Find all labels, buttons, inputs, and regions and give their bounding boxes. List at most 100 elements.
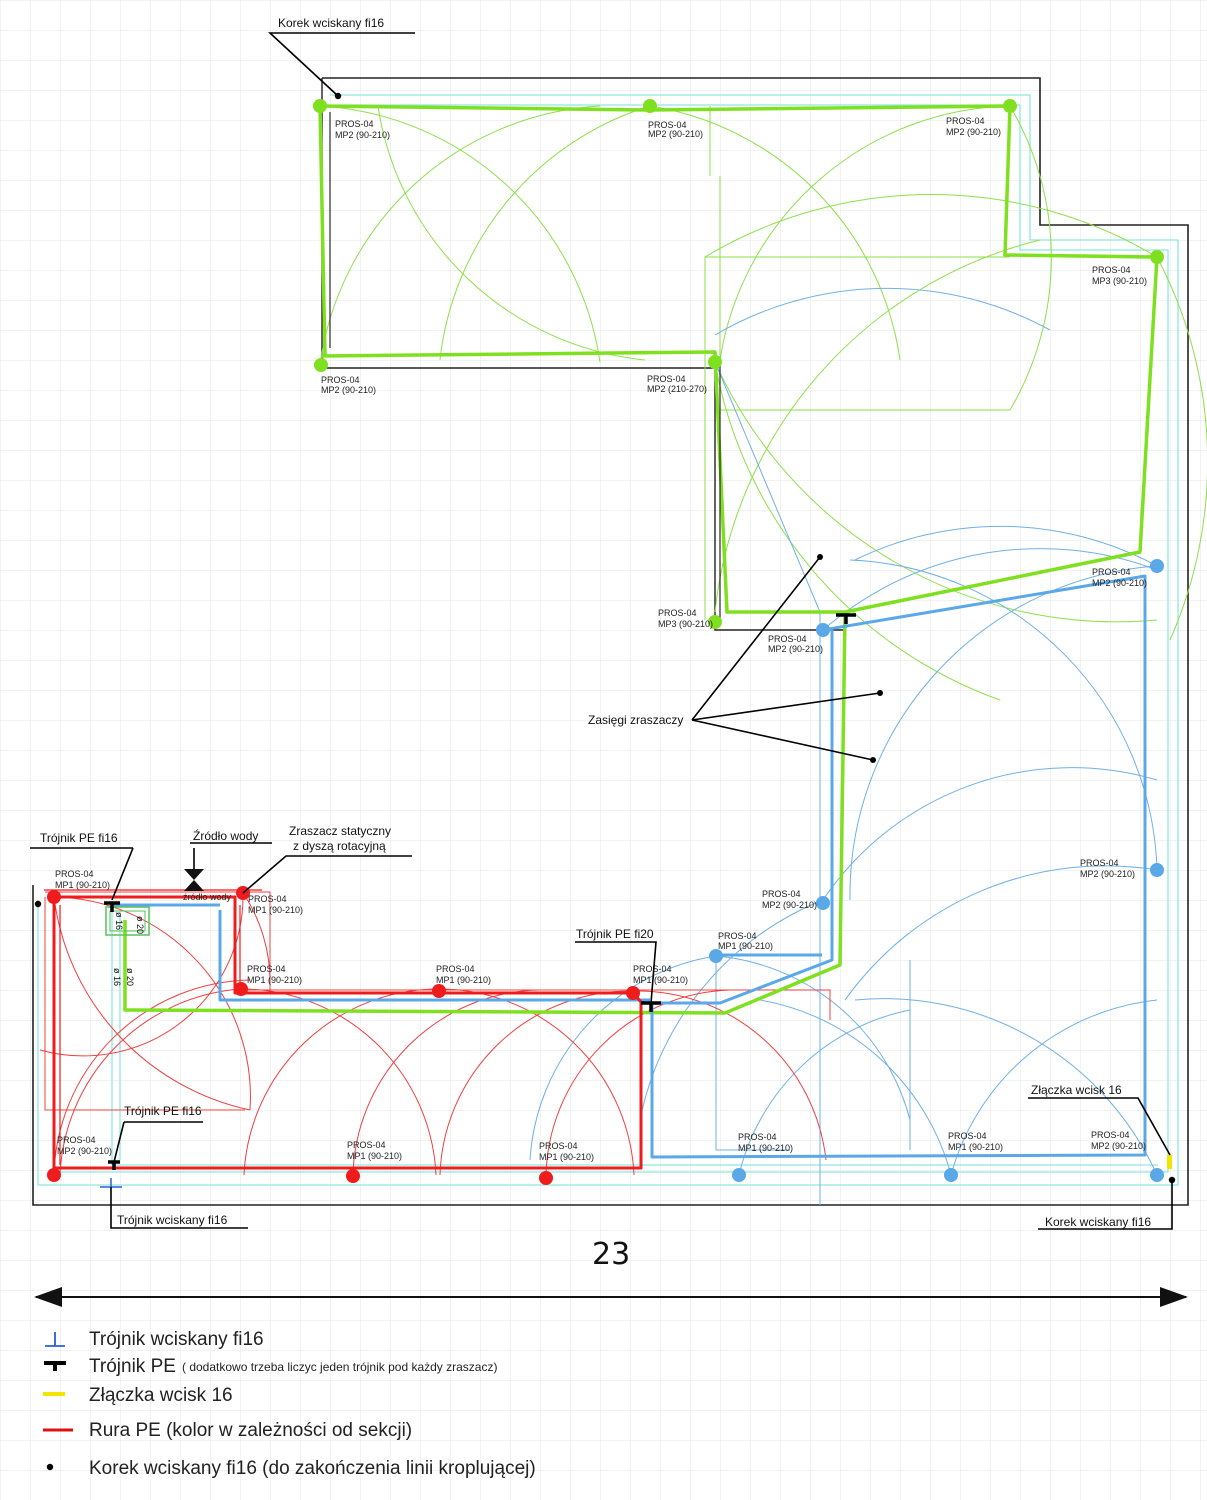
legend-note: ( dodatkowo trzeba liczyc jeden trójnik … (182, 1360, 497, 1374)
legend-label: Trójnik wciskany fi16 (89, 1329, 264, 1350)
sprinkler-nozzle-label: MP2 (90-210) (321, 385, 376, 395)
sprinkler-head (944, 1168, 958, 1182)
sprinkler-model-label: PROS-04 (658, 608, 697, 618)
blue-zone-pipe (110, 574, 1147, 1159)
pe-tee-icon (836, 613, 856, 624)
sprinkler-head (1150, 559, 1164, 573)
legend-label: Trójnik PE (89, 1356, 176, 1377)
sprinkler-head (732, 1168, 746, 1182)
sprinkler-model-label: PROS-04 (247, 964, 286, 974)
sprinkler-nozzle-label: MP1 (90-210) (248, 905, 303, 915)
sprinkler-model-label: PROS-04 (539, 1141, 578, 1151)
callout-pe-tee-16: Trójnik PE fi16 (40, 831, 118, 845)
sprinkler-model-label: PROS-04 (762, 889, 801, 899)
pipe-label-d20-b: ø 20 (125, 968, 135, 986)
sprinkler-head (313, 99, 327, 113)
sprinkler-head (47, 1168, 61, 1182)
sprinkler-head (432, 984, 446, 998)
leader-dot (817, 554, 823, 560)
green-zone-coverage (319, 105, 1207, 701)
sprinkler-model-label: PROS-04 (248, 894, 287, 904)
sprinkler-nozzle-label: MP3 (90-210) (1092, 276, 1147, 286)
sprinkler-head (1150, 250, 1164, 264)
red-zone-coverage (39, 891, 831, 1176)
sprinkler-model-label: PROS-04 (718, 931, 757, 941)
legend-label: Złączka wcisk 16 (89, 1385, 233, 1406)
callout-push-tee: Trójnik wciskany fi16 (117, 1213, 228, 1227)
leader-dot (870, 757, 876, 763)
sprinkler-head (708, 355, 722, 369)
sprinkler-head (539, 1171, 553, 1185)
sprinkler-nozzle-label: MP2 (210-270) (647, 384, 707, 394)
callout-spray-ranges: Zasięgi zraszaczy (588, 713, 683, 727)
plot-outline (32, 77, 1189, 1206)
sprinkler-heads (47, 99, 1164, 1185)
callout-sprinkler-line1: Zraszacz statyczny (289, 824, 391, 838)
coupler-icon (1167, 1155, 1172, 1169)
callout-sprinkler-line2: z dyszą rotacyjną (293, 839, 386, 853)
sprinkler-model-label: PROS-04 (948, 1131, 987, 1141)
pe-tee-fittings (104, 613, 856, 1170)
valve-box (105, 906, 150, 936)
sprinkler-head (643, 99, 657, 113)
green-zone-pipe-inner (329, 112, 721, 620)
callout-end-cap-bottom: Korek wciskany fi16 (1045, 1215, 1151, 1229)
sprinkler-nozzle-label: MP2 (90-210) (762, 900, 817, 910)
sprinkler-model-label: PROS-04 (1091, 1130, 1130, 1140)
drip-lines (37, 94, 1179, 1186)
sprinkler-head (234, 982, 248, 996)
dimension-label: 23 (592, 1237, 630, 1272)
legend-label: Korek wciskany fi16 (do zakończenia lini… (89, 1458, 536, 1479)
sprinkler-head (314, 358, 328, 372)
legend: Trójnik wciskany fi16 Trójnik PE ( dodat… (43, 1329, 536, 1479)
sprinkler-head (1150, 863, 1164, 877)
sprinkler-model-label: PROS-04 (647, 374, 686, 384)
sprinkler-model-label: PROS-04 (768, 634, 807, 644)
sprinkler-model-label: PROS-04 (1092, 567, 1131, 577)
sprinkler-nozzle-label: MP1 (90-210) (948, 1142, 1003, 1152)
callout-pe-tee-20: Trójnik PE fi20 (576, 927, 654, 941)
sprinkler-nozzle-label: MP1 (90-210) (718, 941, 773, 951)
sprinkler-nozzle-label: MP1 (90-210) (55, 880, 110, 890)
sprinkler-nozzle-label: MP2 (90-210) (1080, 869, 1135, 879)
sprinkler-head (816, 623, 830, 637)
sprinkler-labels: PROS-04 MP2 (90-210) PROS-04 MP2 (90-210… (55, 116, 1147, 1162)
legend-pe-tee-icon (44, 1361, 66, 1371)
sprinkler-nozzle-label: MP1 (90-210) (436, 975, 491, 985)
valve-box-inner (109, 910, 146, 932)
sprinkler-head (626, 986, 640, 1000)
sprinkler-nozzle-label: MP1 (90-210) (347, 1151, 402, 1161)
sprinkler-model-label: PROS-04 (55, 869, 94, 879)
red-zone-pipe-2 (44, 889, 262, 1165)
sprinkler-nozzle-label: MP1 (90-210) (633, 975, 688, 985)
water-source-small-label: źródło wody (183, 892, 232, 902)
water-source-icon (184, 869, 204, 891)
sprinkler-head (708, 615, 722, 629)
sprinkler-nozzle-label: MP1 (90-210) (539, 1152, 594, 1162)
leader-dot (877, 690, 883, 696)
sprinkler-model-label: PROS-04 (436, 964, 475, 974)
sprinkler-nozzle-label: MP1 (90-210) (247, 975, 302, 985)
sprinkler-head (346, 1169, 360, 1183)
sprinkler-model-label: PROS-04 (347, 1140, 386, 1150)
pipe-label-d16-b: ø 16 (112, 968, 122, 986)
sprinkler-model-label: PROS-04 (321, 375, 360, 385)
legend-label: Rura PE (kolor w zależności od sekcji) (89, 1420, 412, 1441)
sprinkler-nozzle-label: MP2 (90-210) (648, 129, 703, 139)
callout-pe-tee-16-bottom: Trójnik PE fi16 (124, 1104, 202, 1118)
sprinkler-model-label: PROS-04 (946, 116, 985, 126)
end-cap-icon (34, 900, 42, 908)
pe-tee-icon (104, 901, 120, 912)
pipe-label-d16: ø 16 (114, 912, 124, 930)
sprinkler-model-label: PROS-04 (648, 120, 687, 130)
sprinkler-nozzle-label: MP2 (90-210) (768, 644, 823, 654)
sprinkler-head (1003, 99, 1017, 113)
sprinkler-head (47, 890, 61, 904)
sprinkler-nozzle-label: MP3 (90-210) (658, 619, 713, 629)
sprinkler-model-label: PROS-04 (1092, 265, 1131, 275)
legend-push-tee-icon (45, 1332, 65, 1347)
sprinkler-nozzle-label: MP2 (90-210) (335, 130, 390, 140)
sprinkler-model-label: PROS-04 (738, 1132, 777, 1142)
sprinkler-nozzle-label: MP1 (90-210) (738, 1143, 793, 1153)
